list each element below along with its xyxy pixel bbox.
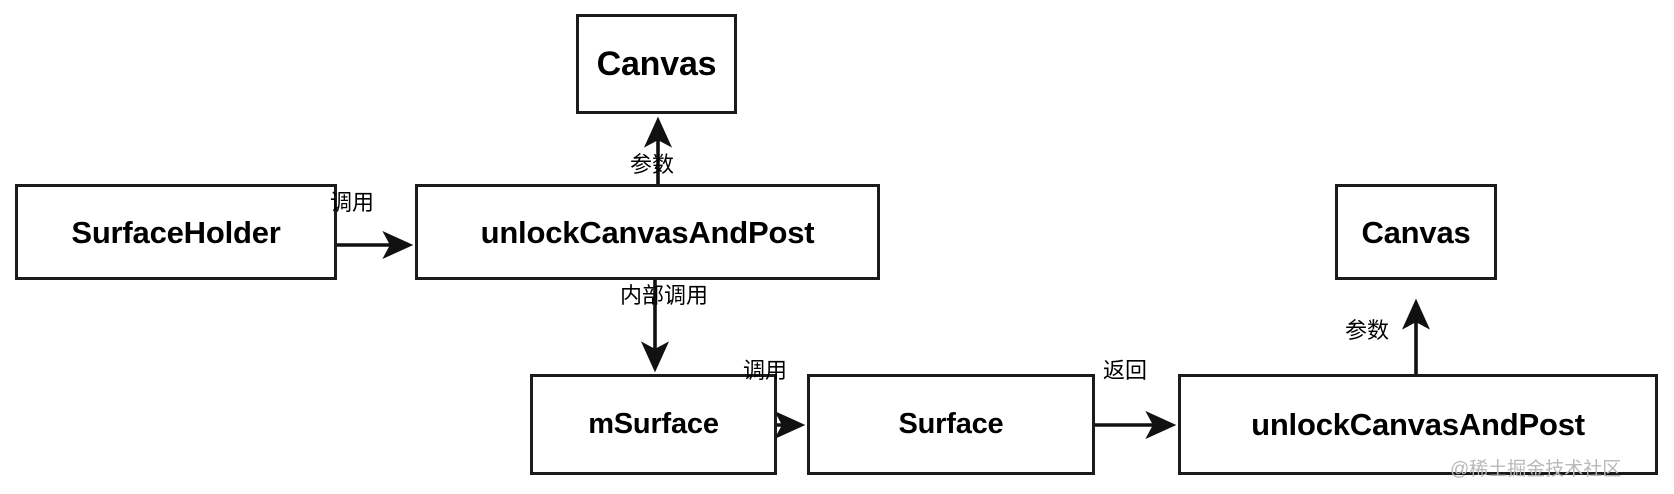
node-surface-label: Surface (898, 408, 1004, 440)
edge-label-internal-call: 内部调用 (620, 283, 709, 308)
edge-label-parameter-left: 参数 (630, 152, 675, 177)
watermark: @稀土掘金技术社区 (1450, 459, 1622, 480)
node-unlockcanvasandpost-right[interactable]: unlockCanvasAndPost (1178, 374, 1658, 475)
node-surfaceholder-label: SurfaceHolder (71, 214, 281, 250)
node-surfaceholder[interactable]: SurfaceHolder (15, 184, 337, 280)
node-canvas-left-label: Canvas (596, 45, 717, 83)
node-unlockcanvasandpost-left-label: unlockCanvasAndPost (480, 214, 815, 250)
node-surface[interactable]: Surface (807, 374, 1095, 475)
node-canvas-right-label: Canvas (1361, 214, 1471, 250)
edge-label-call-msurface: 调用 (743, 358, 788, 383)
node-msurface-label: mSurface (588, 408, 719, 440)
edge-label-parameter-right: 参数 (1345, 318, 1390, 343)
node-unlockcanvasandpost-left[interactable]: unlockCanvasAndPost (415, 184, 880, 280)
node-unlockcanvasandpost-right-label: unlockCanvasAndPost (1251, 407, 1585, 442)
node-canvas-right[interactable]: Canvas (1335, 184, 1497, 280)
node-msurface[interactable]: mSurface (530, 374, 777, 475)
edge-label-return: 返回 (1103, 358, 1148, 383)
node-canvas-left[interactable]: Canvas (576, 14, 737, 114)
edge-label-call-holder: 调用 (330, 190, 375, 215)
